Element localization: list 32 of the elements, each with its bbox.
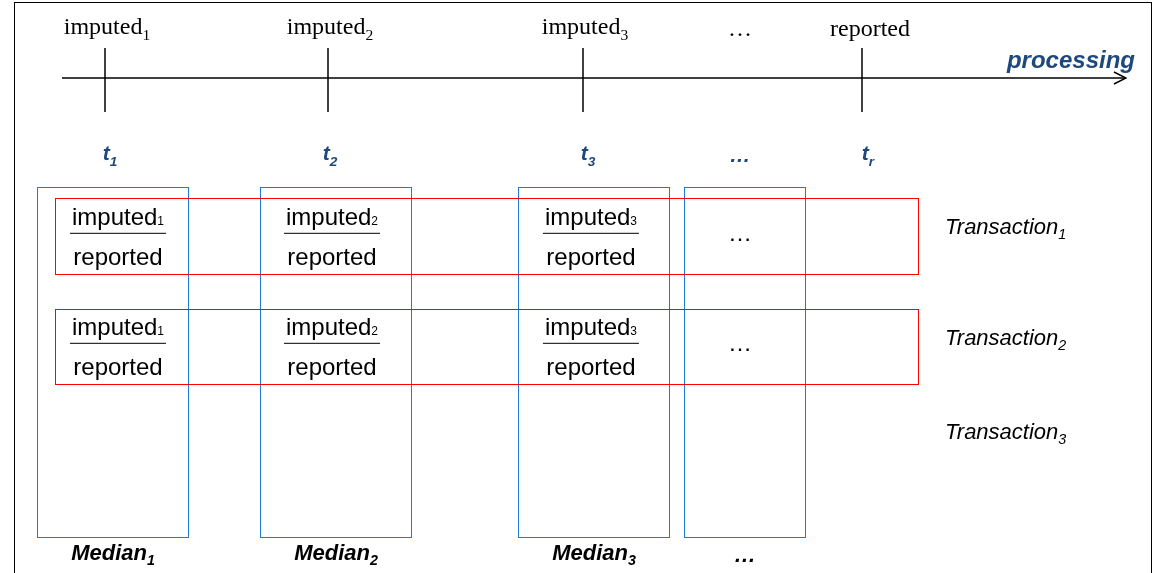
column-box [260,187,412,538]
fraction-denominator: reported [286,352,378,381]
fraction-denominator: reported [72,242,164,271]
row-label: Transaction$_{3}$ [945,419,1067,449]
row-label: Transaction$_{1}$ [945,214,1067,244]
time-label: imputed$_{2}$ [286,13,374,43]
row-box [55,198,919,275]
ellipsis: … [728,219,752,247]
axis-label: processing [1006,46,1135,74]
time-label: imputed$_{3}$ [541,13,629,43]
column-label: Median$_{3}$ [552,540,636,570]
fraction-denominator: reported [545,242,637,271]
column-label: Median$_{1}$ [71,540,155,570]
column-box [684,187,806,538]
time-label: t$_{1}$ [102,141,118,169]
fraction-denominator: reported [72,352,164,381]
time-label: t$_{2}$ [322,141,338,169]
fraction-denominator: reported [545,352,637,381]
column-label: … [734,542,756,568]
row-box [55,309,919,385]
column-box [37,187,189,538]
time-label: imputed$_{1}$ [63,13,151,43]
row-label: Transaction$_{2}$ [945,325,1067,355]
column-box [518,187,670,538]
time-label: t$_{r}$ [861,141,875,169]
time-label: … [729,143,751,167]
time-label: … [728,14,752,42]
ellipsis: … [728,329,752,357]
time-label: reported [830,14,910,42]
time-label: t$_{3}$ [580,141,596,169]
column-label: Median$_{2}$ [294,540,378,570]
fraction-denominator: reported [286,242,378,271]
